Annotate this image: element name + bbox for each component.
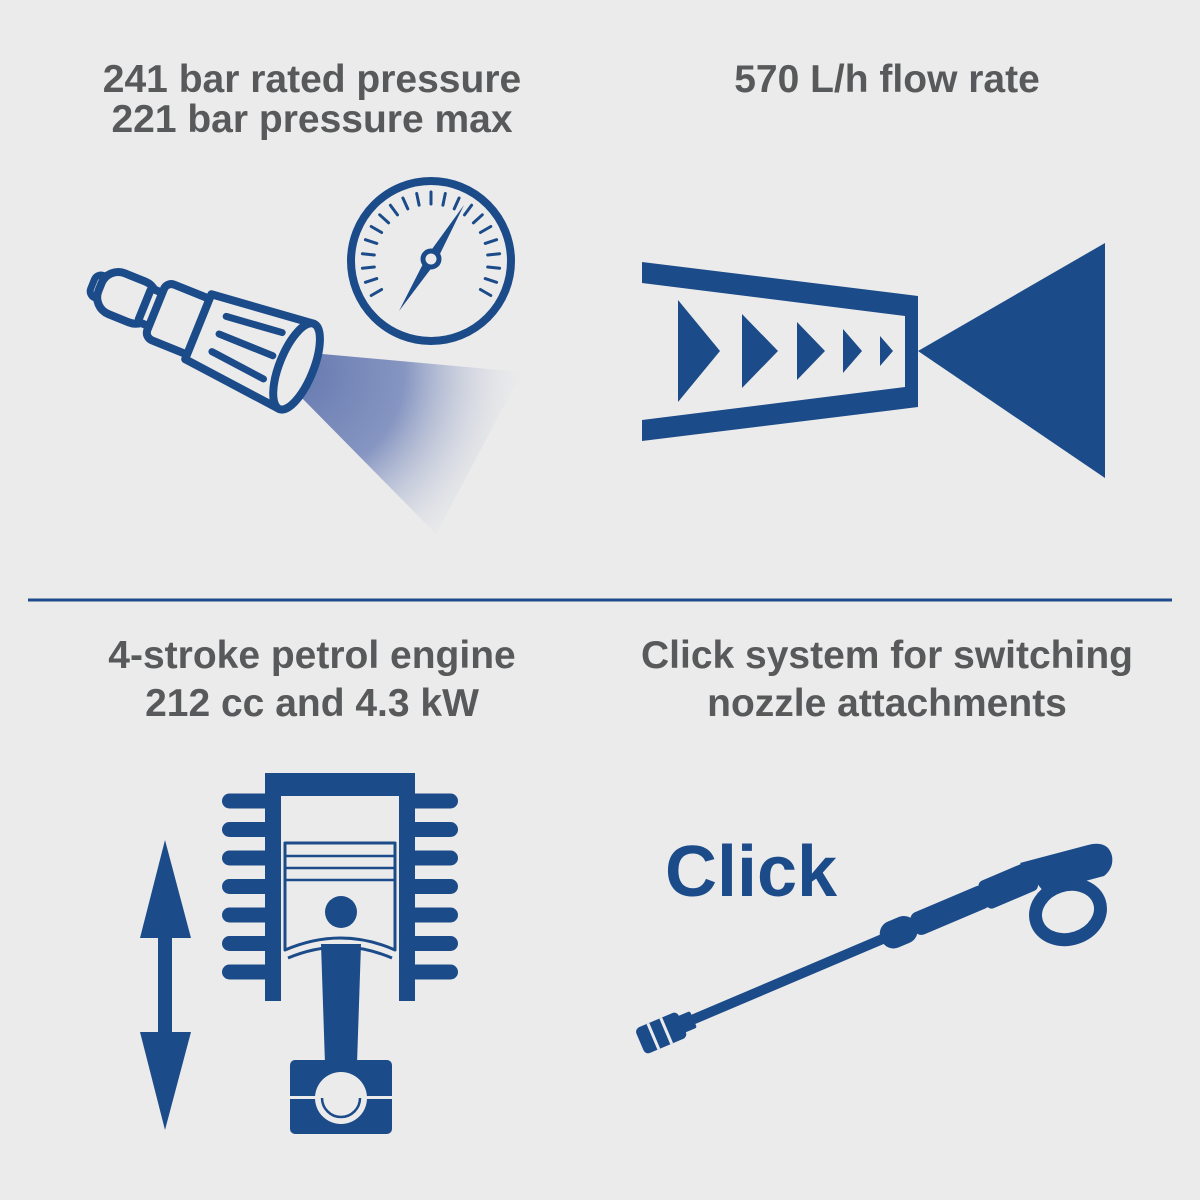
feature-click-system: Click system for switching nozzle attach… [636, 634, 1133, 1054]
flow-arrow-icon [678, 300, 720, 402]
cooling-fin [408, 964, 458, 980]
gauge-tick [401, 196, 410, 211]
nozzle-opening [269, 319, 324, 414]
cylinder-block [265, 773, 415, 1001]
cooling-fin [408, 907, 458, 923]
gauge-tick [478, 225, 493, 234]
crankshaft-bearing [290, 1060, 392, 1134]
gauge-tick [463, 203, 474, 217]
wrist-pin [325, 896, 357, 928]
spray-gun-icon [636, 843, 1113, 1054]
click-word: Click [665, 832, 838, 912]
gauge-tick [360, 252, 376, 257]
pressure-max-label: 221 bar pressure max [111, 98, 512, 141]
gauge-tick [363, 238, 379, 245]
piston [283, 841, 397, 960]
gauge-tick [441, 192, 447, 207]
cooling-fin [408, 793, 458, 809]
gauge-tick [483, 277, 499, 284]
connecting-rod [321, 944, 361, 1064]
flow-arrow-icon [742, 314, 778, 388]
gauge-tick [369, 288, 384, 297]
cooling-fin [408, 850, 458, 866]
gauge-tick [388, 203, 399, 217]
engine-type-label: 4-stroke petrol engine [108, 634, 515, 677]
spray-lance [636, 862, 1038, 1054]
cooling-fin [222, 850, 272, 866]
gauge-tick [360, 265, 376, 270]
gauge-tick [378, 213, 391, 225]
click-system-label: Click system for switching [641, 634, 1133, 677]
gun-housing [1020, 843, 1113, 892]
gun-trigger-grip [1029, 877, 1107, 947]
gauge-ticks [360, 190, 502, 297]
feature-flow-rate: 570 L/h flow rate [642, 58, 1105, 478]
engine-spec-label: 212 cc and 4.3 kW [145, 682, 479, 725]
nozzle-attachments-label: nozzle attachments [707, 682, 1067, 725]
flow-channel [642, 262, 918, 441]
flow-arrow-icon [797, 322, 825, 380]
cooling-fins [222, 793, 458, 980]
gauge-tick [471, 213, 484, 225]
flow-rate-icon [642, 243, 1105, 478]
pressure-gauge-icon [347, 177, 515, 345]
up-down-arrow-icon [140, 840, 191, 1130]
gauge-tick [478, 288, 493, 297]
gauge-dial [347, 177, 515, 345]
gauge-tick [486, 252, 502, 257]
water-spray-icon [296, 352, 522, 534]
flow-arrow-icon [880, 336, 893, 366]
cooling-fin [222, 822, 272, 837]
gauge-tick [363, 277, 379, 284]
cooling-fin [408, 879, 458, 894]
flow-rate-label: 570 L/h flow rate [734, 58, 1040, 101]
gauge-tick [486, 265, 502, 270]
gauge-tick [369, 225, 384, 234]
cooling-fin [222, 936, 272, 951]
feature-pressure: 241 bar rated pressure 221 bar pressure … [86, 58, 522, 534]
gauge-tick [415, 192, 421, 207]
feature-engine: 4-stroke petrol engine 212 cc and 4.3 kW [108, 634, 516, 1134]
cooling-fin [408, 936, 458, 951]
cooling-fin [222, 964, 272, 980]
engine-piston-icon [222, 773, 458, 1134]
gauge-tick [483, 238, 499, 245]
pressure-rated-label: 241 bar rated pressure [103, 58, 521, 101]
cooling-fin [222, 793, 272, 809]
cooling-fin [222, 879, 272, 894]
gauge-hub [420, 248, 442, 270]
cooling-fin [408, 822, 458, 837]
nozzle-icon [86, 268, 324, 414]
gauge-tick [452, 196, 461, 211]
cooling-fin [222, 907, 272, 923]
spray-cone-icon [918, 243, 1105, 478]
nozzle-grip-slots [208, 312, 286, 383]
flow-arrow-icon [843, 329, 862, 373]
